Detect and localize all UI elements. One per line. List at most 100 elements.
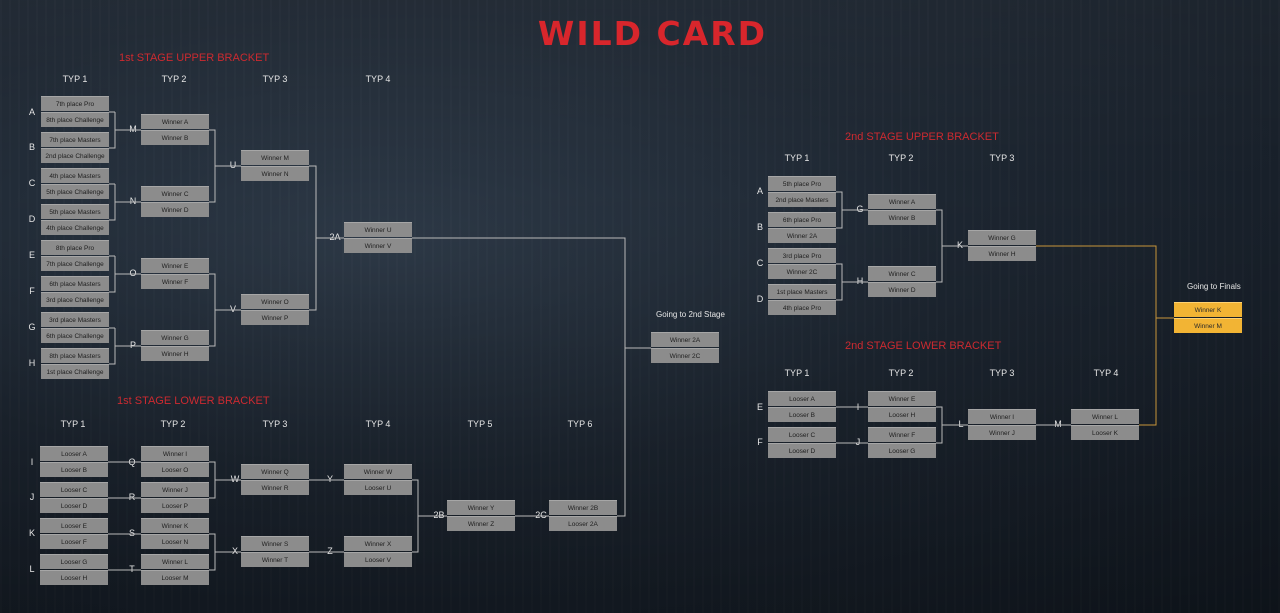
s1l-col-typ6: TYP 6 xyxy=(567,419,593,429)
s1l-col-typ2: TYP 2 xyxy=(160,419,186,429)
going-to-finals-label: Going to Finals xyxy=(1187,282,1241,291)
s1u-r4-box: Winner U xyxy=(344,222,412,237)
match-label-r: R xyxy=(128,492,136,502)
s1u-r1-box: 6th place Challenge xyxy=(41,328,109,343)
match-label-a: A xyxy=(28,107,35,117)
s2u-r1-box: 3rd place Pro xyxy=(768,248,836,263)
section-title-s2-lower: 2nd STAGE LOWER BRACKET xyxy=(845,340,1002,352)
s2u-col-typ1: TYP 1 xyxy=(784,153,810,163)
s1u-r3-box: Winner N xyxy=(241,166,309,181)
s1l-r5-box: Winner Y xyxy=(447,500,515,515)
connector xyxy=(617,348,626,517)
connector xyxy=(936,406,968,444)
s1u-r1-box: 8th place Pro xyxy=(41,240,109,255)
match-label-z: Z xyxy=(327,546,333,556)
s2l-r3-box: Winner J xyxy=(968,425,1036,440)
connector xyxy=(109,183,141,221)
s2u-col-typ3: TYP 3 xyxy=(989,153,1015,163)
s2l-r1-box: Looser D xyxy=(768,443,836,458)
s1u-r1-box: 7th place Challenge xyxy=(41,256,109,271)
s1u-col-typ4: TYP 4 xyxy=(365,74,391,84)
match-label-d: D xyxy=(756,294,764,304)
match-label-h: H xyxy=(28,358,36,368)
match-label-v: V xyxy=(229,304,236,314)
match-label-i: I xyxy=(30,457,34,467)
connector xyxy=(836,263,868,301)
s1u-col-typ3: TYP 3 xyxy=(262,74,288,84)
s1u-r2-box: Winner H xyxy=(141,346,209,361)
s2l-col-typ3: TYP 3 xyxy=(989,368,1015,378)
s1l-col-typ1: TYP 1 xyxy=(60,419,86,429)
s2u-r2-box: Winner B xyxy=(868,210,936,225)
s1l-col-typ5: TYP 5 xyxy=(467,419,493,429)
connector xyxy=(836,191,868,229)
match-label-o: O xyxy=(129,268,137,278)
s1l-r6-box: Winner 2B xyxy=(549,500,617,515)
s1l-r1-box: Looser D xyxy=(40,498,108,513)
finals-box: Winner M xyxy=(1174,318,1242,333)
s2l-r4-box: Looser K xyxy=(1071,425,1139,440)
match-label-l: L xyxy=(958,419,964,429)
s1l-r1-box: Looser A xyxy=(40,446,108,461)
s1u-r2-box: Winner E xyxy=(141,258,209,273)
s1u-r1-box: 8th place Masters xyxy=(41,348,109,363)
s1u-r1-box: 7th place Pro xyxy=(41,96,109,111)
connector xyxy=(109,327,141,365)
s1l-r1-box: Looser C xyxy=(40,482,108,497)
s2l-r2-box: Looser G xyxy=(868,443,936,458)
s1l-r2-box: Winner K xyxy=(141,518,209,533)
s1l-r2-box: Looser O xyxy=(141,462,209,477)
s1u-r1-box: 8th place Challenge xyxy=(41,112,109,127)
match-label-m: M xyxy=(1054,419,1062,429)
s2l-col-typ2: TYP 2 xyxy=(888,368,914,378)
s1l-r4-box: Winner W xyxy=(344,464,412,479)
s1u-r1-box: 4th place Challenge xyxy=(41,220,109,235)
s2u-r1-box: 6th place Pro xyxy=(768,212,836,227)
s1u-r2-box: Winner F xyxy=(141,274,209,289)
s1l-r3-box: Winner S xyxy=(241,536,309,551)
going-to-2nd-stage-label: Going to 2nd Stage xyxy=(656,310,725,319)
s2l-r3-box: Winner I xyxy=(968,409,1036,424)
match-label-s: S xyxy=(128,528,135,538)
s1l-r1-box: Looser B xyxy=(40,462,108,477)
match-label-n: N xyxy=(129,196,137,206)
s2u-r3-box: Winner G xyxy=(968,230,1036,245)
connector xyxy=(109,255,141,293)
s1u-r1-box: 5th place Masters xyxy=(41,204,109,219)
s1l-r3-box: Winner T xyxy=(241,552,309,567)
match-label-d: D xyxy=(28,214,36,224)
s1l-r1-box: Looser F xyxy=(40,534,108,549)
s1u-r1-box: 3rd place Challenge xyxy=(41,292,109,307)
match-label-a: A xyxy=(756,186,763,196)
connector xyxy=(209,129,241,203)
match-label-c: C xyxy=(28,178,36,188)
s2l-r2-box: Looser H xyxy=(868,407,936,422)
s1l-r3-box: Winner Q xyxy=(241,464,309,479)
s1l-r4-box: Looser V xyxy=(344,552,412,567)
match-label-c: C xyxy=(756,258,764,268)
s1u-r3-box: Winner M xyxy=(241,150,309,165)
connector-finals xyxy=(1139,318,1157,426)
match-label-w: W xyxy=(230,474,240,484)
s1l-r1-box: Looser E xyxy=(40,518,108,533)
s1u-r2-box: Winner B xyxy=(141,130,209,145)
s1l-r4-box: Winner X xyxy=(344,536,412,551)
s1-advance-box: Winner 2A xyxy=(651,332,719,347)
connector xyxy=(109,111,141,149)
s2u-r2-box: Winner D xyxy=(868,282,936,297)
match-label-l: L xyxy=(29,564,35,574)
s2u-col-typ2: TYP 2 xyxy=(888,153,914,163)
s2u-r2-box: Winner A xyxy=(868,194,936,209)
connector xyxy=(209,273,241,347)
s1u-r1-box: 4th place Masters xyxy=(41,168,109,183)
s2u-r1-box: 2nd place Masters xyxy=(768,192,836,207)
s2l-r1-box: Looser B xyxy=(768,407,836,422)
s2u-r1-box: 1st place Masters xyxy=(768,284,836,299)
s2u-r1-box: Winner 2C xyxy=(768,264,836,279)
s2u-r1-box: Winner 2A xyxy=(768,228,836,243)
s1u-r2-box: Winner C xyxy=(141,186,209,201)
match-label-f: F xyxy=(29,286,35,296)
s1l-r3-box: Winner R xyxy=(241,480,309,495)
s1l-r2-box: Looser P xyxy=(141,498,209,513)
